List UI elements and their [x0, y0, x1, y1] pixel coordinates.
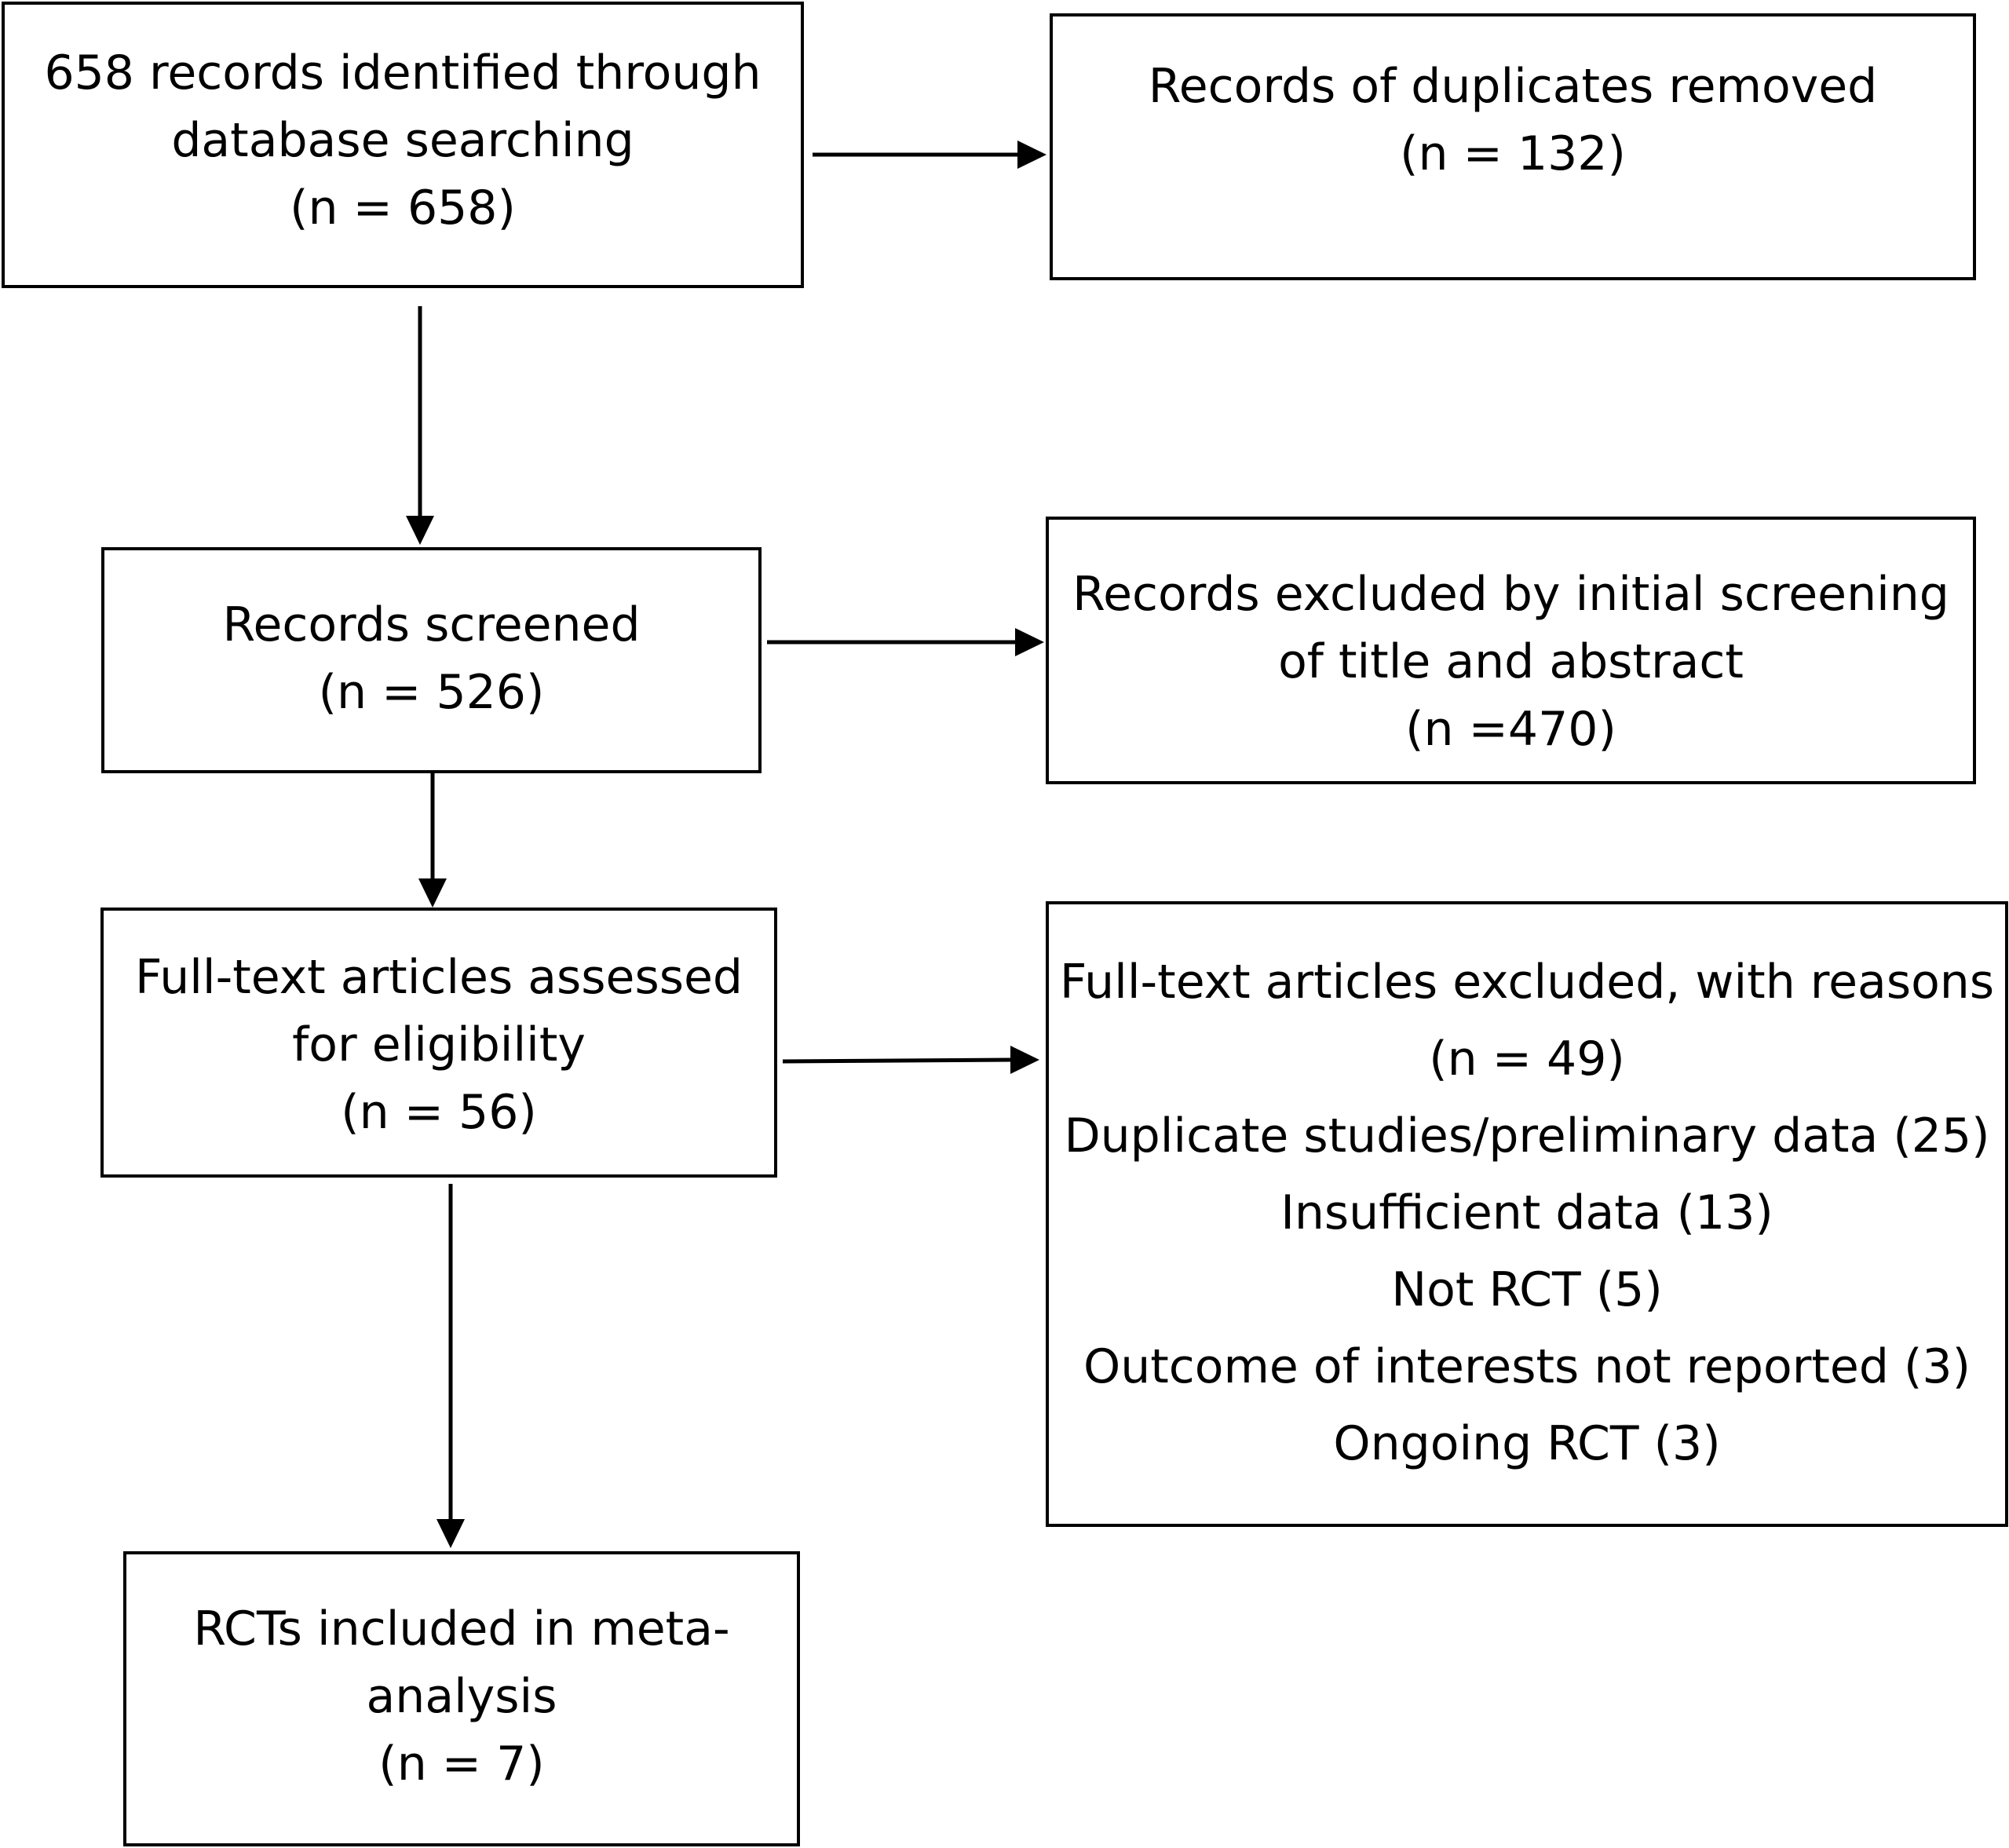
excluded-screening-count: (n =470)	[1405, 702, 1616, 757]
duplicates-label: Records of duplicates removed	[1148, 59, 1878, 114]
identification-line-2: database searching	[171, 113, 634, 168]
arrow-screened-to-excluded	[767, 628, 1044, 656]
excluded-fulltext-count: (n = 49)	[1429, 1032, 1625, 1087]
excluded-screening-line-1: Records excluded by initial screening	[1072, 567, 1949, 622]
duplicates-count: (n = 132)	[1400, 126, 1626, 181]
identification-box: 658 records identified through database …	[2, 2, 804, 288]
reason-outcome-not-reported: Outcome of interests not reported (3)	[1083, 1339, 1971, 1394]
reason-duplicate-studies: Duplicate studies/preliminary data (25)	[1064, 1108, 1990, 1163]
included-line-2: analysis	[366, 1669, 557, 1724]
eligibility-count: (n = 56)	[341, 1085, 537, 1140]
eligibility-box: Full-text articles assessed for eligibil…	[100, 908, 777, 1178]
excluded-screening-box: Records excluded by initial screening of…	[1046, 517, 1976, 784]
excluded-fulltext-heading: Full-text articles excluded, with reason…	[1059, 955, 1995, 1010]
reason-not-rct: Not RCT (5)	[1391, 1262, 1663, 1317]
records-screened-box: Records screened (n = 526)	[101, 547, 762, 773]
reason-insufficient-data: Insufficient data (13)	[1280, 1185, 1773, 1240]
reason-ongoing-rct: Ongoing RCT (3)	[1333, 1416, 1721, 1471]
arrow-eligibility-to-included	[437, 1184, 465, 1548]
included-box: RCTs included in meta- analysis (n = 7)	[123, 1551, 800, 1846]
excluded-screening-line-2: of title and abstract	[1278, 634, 1744, 689]
arrow-eligibility-to-excluded	[782, 1046, 1039, 1074]
included-count: (n = 7)	[378, 1737, 545, 1791]
screened-label: Records screened	[222, 597, 641, 652]
excluded-fulltext-box: Full-text articles excluded, with reason…	[1046, 901, 2008, 1527]
eligibility-line-1: Full-text articles assessed	[135, 950, 743, 1005]
identification-count: (n = 658)	[290, 181, 516, 236]
arrow-screened-to-eligibility	[418, 773, 447, 908]
included-line-1: RCTs included in meta-	[193, 1601, 730, 1656]
arrow-identification-to-screened	[406, 306, 434, 545]
identification-line-1: 658 records identified through	[44, 46, 762, 100]
screened-count: (n = 526)	[318, 665, 545, 720]
eligibility-line-2: for eligibility	[292, 1017, 586, 1072]
arrow-identification-to-duplicates	[813, 141, 1047, 169]
duplicates-removed-box: Records of duplicates removed (n = 132)	[1050, 13, 1976, 280]
